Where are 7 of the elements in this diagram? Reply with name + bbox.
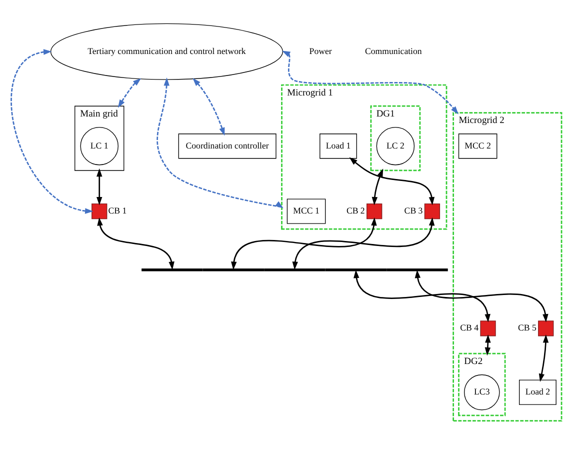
- node-label: CB 1: [108, 205, 127, 216]
- legend-label: Communication: [364, 45, 422, 56]
- node-label: CB 3: [404, 205, 423, 216]
- node-label: CB 5: [518, 322, 536, 332]
- legend-label: Power: [309, 45, 332, 56]
- node-label: CB 2: [346, 205, 365, 216]
- node-label: CB 4: [460, 322, 479, 332]
